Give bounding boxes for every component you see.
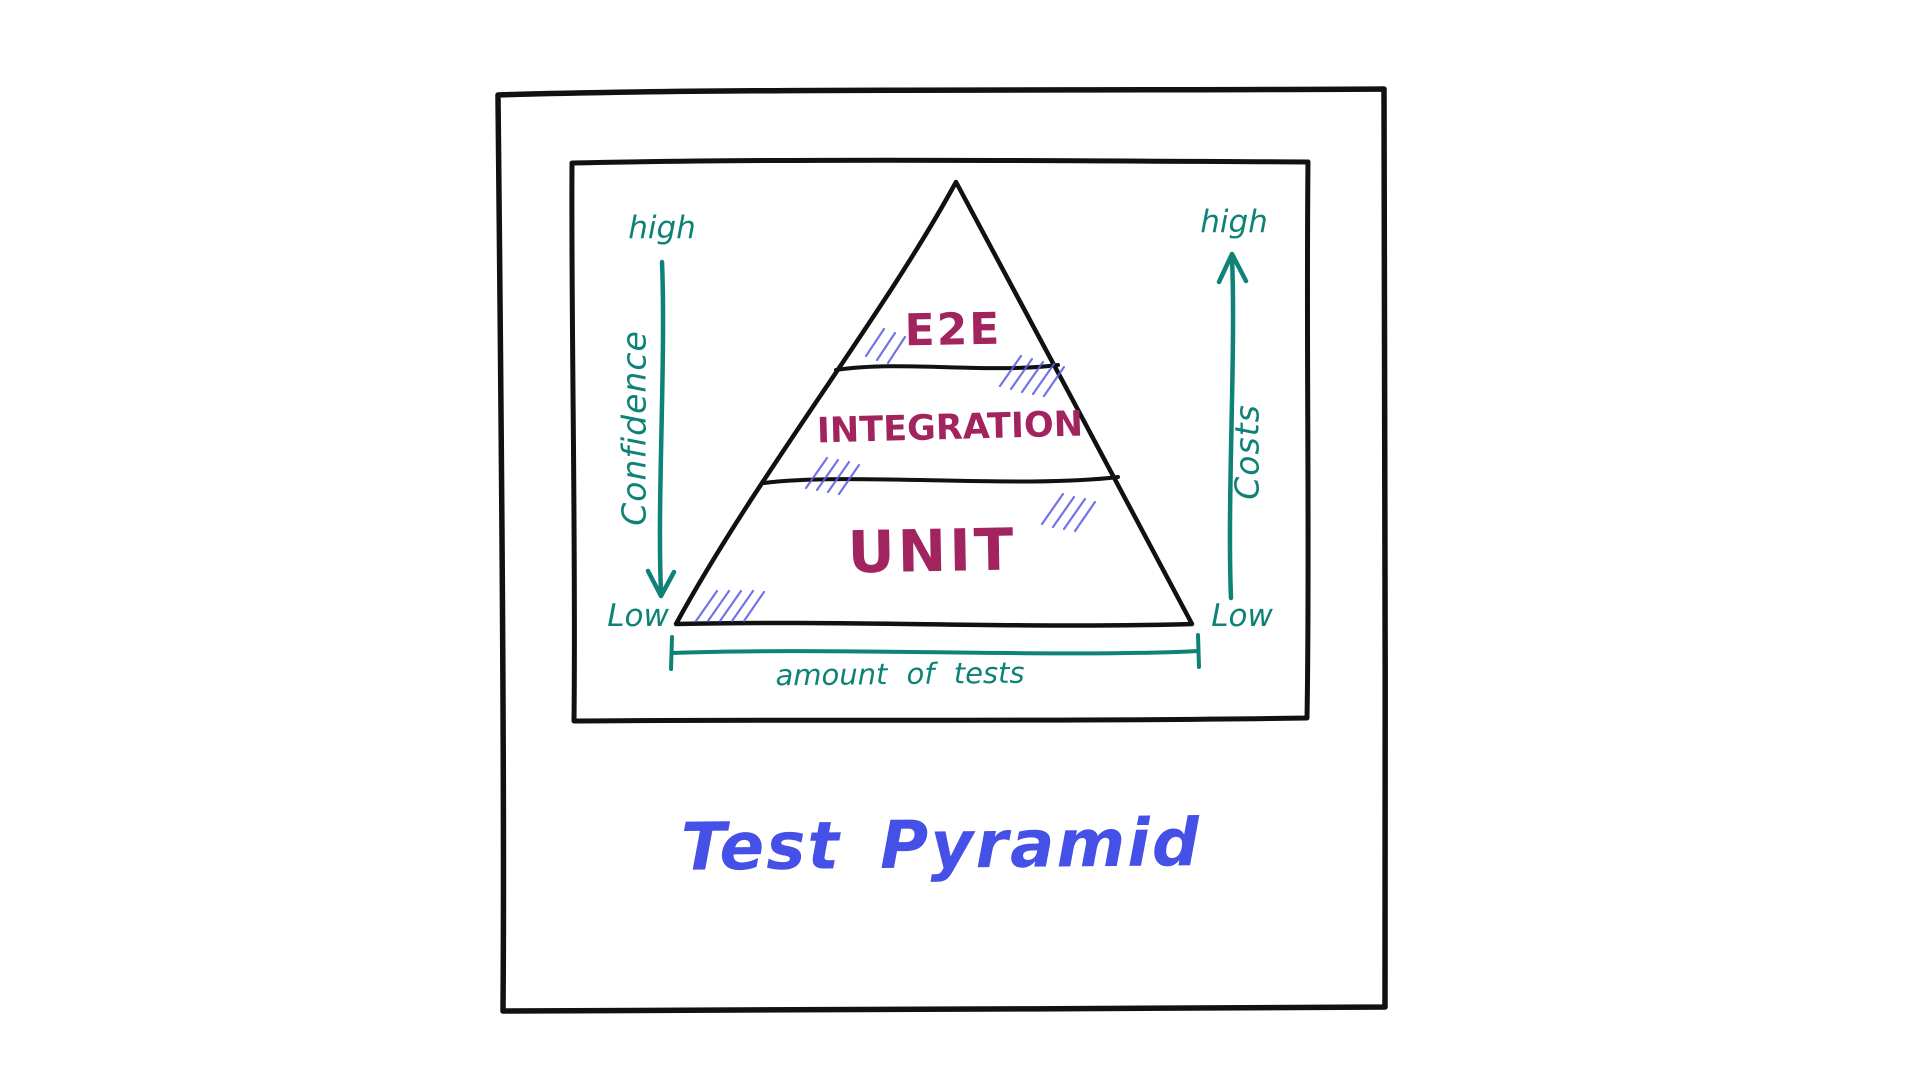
- costs-arrow: [1216, 251, 1249, 601]
- amount-line-tick-right: [1196, 633, 1201, 669]
- level-divider-e2e-integration: [834, 363, 1060, 372]
- costs-low-label: Low: [1211, 598, 1273, 634]
- amount-of-tests-label: amount of tests: [775, 655, 1025, 693]
- arrow-head-down: [645, 568, 677, 599]
- diagram-title: Test Pyramid: [680, 804, 1202, 886]
- costs-high-label: high: [1200, 204, 1268, 240]
- hatch-marks: [694, 327, 1097, 623]
- arrow-head-up: [1216, 251, 1249, 285]
- amount-line-tick-left: [669, 635, 674, 671]
- confidence-low-label: Low: [607, 598, 669, 634]
- costs-axis-label: Costs: [1227, 404, 1267, 500]
- amount-line: [669, 633, 1201, 671]
- outer-frame: [495, 86, 1389, 1014]
- confidence-high-label: high: [628, 210, 696, 246]
- level-label-unit: UNIT: [847, 515, 1017, 587]
- pyramid-triangle: [673, 179, 1195, 628]
- confidence-arrow: [645, 259, 677, 599]
- level-label-e2e: E2E: [904, 303, 1002, 357]
- level-label-integration: INTEGRATION: [816, 404, 1084, 452]
- inner-frame: [569, 157, 1311, 724]
- level-divider-integration-unit: [762, 475, 1120, 485]
- confidence-axis-label: Confidence: [614, 330, 654, 526]
